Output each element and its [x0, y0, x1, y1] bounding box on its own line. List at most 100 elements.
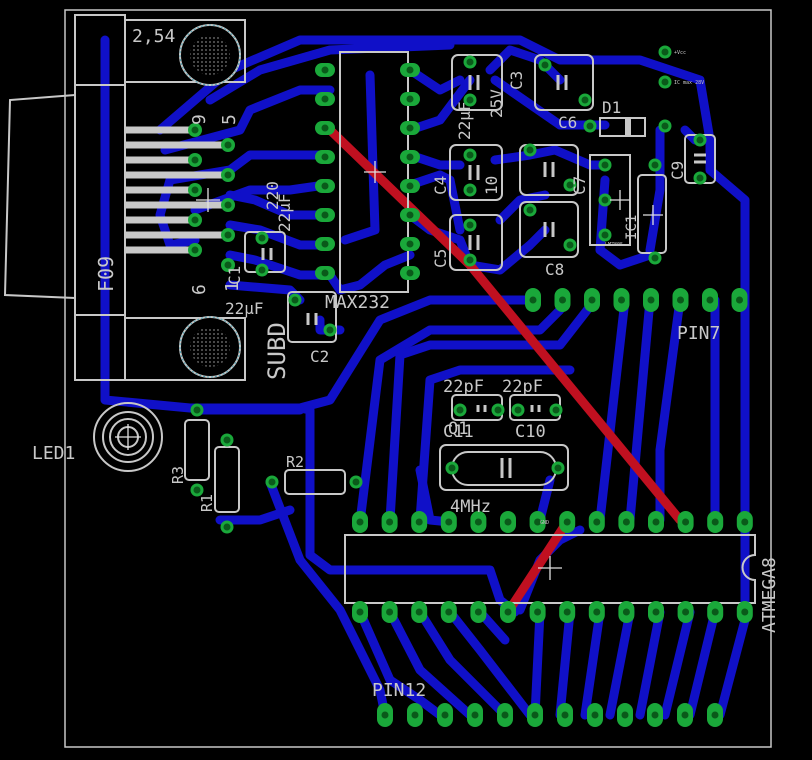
label-c11-value: 22pF: [443, 377, 484, 397]
component-pad-drill: [661, 48, 669, 56]
atmega8-pad-drill: [474, 608, 482, 616]
subd-pad-drill: [191, 186, 199, 194]
label-vertical-220: 220: [263, 181, 282, 210]
subd-pad-drill: [224, 261, 232, 269]
pin12-header-pad-drill: [411, 711, 419, 719]
max232-pad-drill: [406, 269, 414, 277]
label-spacing: 2,54: [132, 26, 175, 47]
max232-pad-drill: [406, 95, 414, 103]
board-outline: [64, 9, 772, 748]
pin7-header-pad-drill: [618, 296, 625, 304]
max232-pad-drill: [406, 211, 414, 219]
atmega8-pad-drill: [356, 608, 364, 616]
component-pad-drill: [456, 406, 464, 414]
label-c9: C9: [668, 161, 687, 180]
atmega8-pad-drill: [682, 608, 690, 616]
label-vertical-10: 10: [482, 176, 501, 195]
pin12-header-pad-drill: [561, 711, 569, 719]
component-pad-drill: [601, 161, 609, 169]
atmega8-pad-drill: [563, 608, 571, 616]
atmega8-pad-drill: [652, 608, 660, 616]
component-pad-drill: [466, 151, 474, 159]
max232-pad-drill: [321, 240, 329, 248]
pin12-header-pad-drill: [621, 711, 629, 719]
pin12-header-pad-drill: [501, 711, 509, 719]
component-pad-drill: [223, 523, 231, 531]
labels: 2,54 9 5 6 1 F09 SUBD MAX232 C1 22µF 22µ…: [32, 26, 780, 701]
atmega8-pad-drill: [504, 518, 512, 526]
atmega8-pad-drill: [356, 518, 364, 526]
pin7-header-pad-drill: [736, 296, 743, 304]
component-pad-drill: [193, 486, 201, 494]
max232-pad-drill: [321, 153, 329, 161]
max232-pad-drill: [406, 124, 414, 132]
crosshairs: [115, 161, 663, 580]
label-c4: C4: [431, 176, 450, 195]
label-pin9: 9: [189, 114, 210, 125]
label-small-gnd: GND: [540, 520, 549, 526]
label-pin7: PIN7: [677, 323, 720, 344]
label-small-ic: LM7805: [605, 242, 623, 248]
component-pad-drill: [466, 256, 474, 264]
component-pad-drill: [651, 161, 659, 169]
atmega8-pad-drill: [711, 518, 719, 526]
label-pin1: 1: [222, 281, 243, 292]
atmega8-pad-drill: [504, 608, 512, 616]
component-pad-drill: [291, 296, 299, 304]
label-pin6: 6: [189, 284, 210, 295]
atmega8-pad-drill: [682, 518, 690, 526]
pin7-header-pad-drill: [706, 296, 714, 304]
atmega8-pad-drill: [386, 608, 394, 616]
atmega8-pad-drill: [741, 608, 749, 616]
pin12-header-pad-drill: [591, 711, 599, 719]
atmega8-pad-drill: [386, 518, 394, 526]
subd-pad-drill: [224, 171, 232, 179]
component-pad-drill: [223, 436, 231, 444]
atmega8-pad-drill: [445, 608, 453, 616]
component-pad-drill: [566, 181, 574, 189]
label-c1-value: 22µF: [275, 193, 294, 232]
label-c7: C7: [570, 176, 589, 195]
atmega8-pad-drill: [534, 608, 542, 616]
label-max232: MAX232: [325, 292, 390, 313]
component-pad-drill: [696, 136, 704, 144]
max232-pad-drill: [406, 153, 414, 161]
component-pad-drill: [696, 174, 704, 182]
label-r2: R2: [286, 453, 304, 471]
label-c4-value: 22µF: [455, 101, 474, 140]
component-pad-drill: [526, 146, 534, 154]
subd-pad-drill: [191, 126, 199, 134]
label-c11: C11: [443, 422, 474, 442]
pin12-header-pad-drill: [651, 711, 659, 719]
label-c10-value: 22pF: [502, 377, 543, 397]
label-vertical-25v: 25V: [487, 89, 506, 118]
component-pad-drill: [448, 464, 456, 472]
component-pad-drill: [258, 266, 266, 274]
pin7-header-pad-drill: [529, 296, 537, 304]
component-pad-drill: [258, 234, 266, 242]
component-pad-drill: [581, 96, 589, 104]
atmega8-pad-drill: [534, 518, 542, 526]
atmega8-pad-drill: [415, 608, 423, 616]
component-pad-drill: [566, 241, 574, 249]
label-c5: C5: [431, 249, 450, 268]
atmega8-pad-drill: [711, 608, 719, 616]
component-pad-drill: [651, 254, 659, 262]
max232-pad-drill: [321, 269, 329, 277]
label-c3: C3: [507, 71, 526, 90]
component-pad-drill: [193, 406, 201, 414]
pin12-header-pad-drill: [441, 711, 449, 719]
max232-pad-drill: [406, 182, 414, 190]
subd-pad-drill: [191, 156, 199, 164]
label-r3: R3: [169, 466, 187, 484]
label-small-note: IC max 28V: [674, 80, 704, 86]
d1-band: [625, 119, 631, 135]
component-pad-drill: [601, 196, 609, 204]
label-c2-value: 22µF: [225, 299, 264, 318]
label-q1-value: 4MHz: [450, 497, 491, 517]
component-pad-drill: [601, 231, 609, 239]
component-pad-drill: [494, 406, 502, 414]
atmega8-pad-drill: [622, 518, 630, 526]
max232-pad-drill: [321, 182, 329, 190]
component-pad-drill: [661, 122, 669, 130]
